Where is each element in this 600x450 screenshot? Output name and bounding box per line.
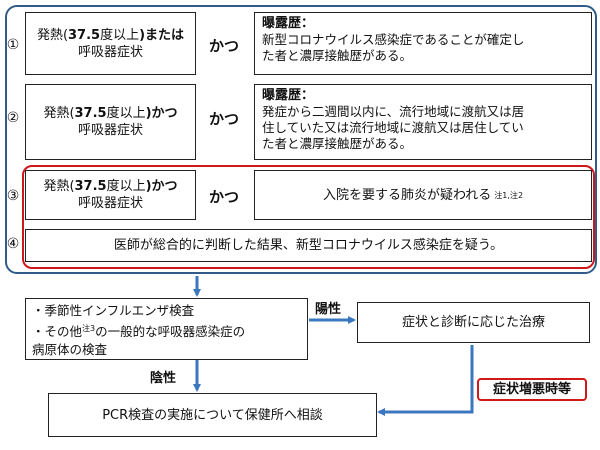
pneumonia-box: 入院を要する肺炎が疑われる注1,注2	[254, 170, 592, 220]
negative-label: 陰性	[150, 371, 177, 386]
criterion-number-2: ②	[6, 110, 20, 126]
highlight-frame	[22, 165, 595, 269]
symptom-box-1: 発熱(37.5度以上)または 呼吸器症状	[25, 12, 196, 75]
worsening-label: 症状増悪時等	[477, 378, 587, 401]
connector-and-2: かつ	[208, 110, 239, 128]
arrow-worsening	[377, 345, 474, 416]
consultation-box: PCR検査の実施について保健所へ相談	[48, 393, 377, 437]
physician-judgment-box: 医師が総合的に判断した結果、新型コロナウイルス感染症を疑う。	[25, 229, 592, 262]
note-ref-3: 注3	[82, 324, 96, 333]
exposure-box-2: 曝露歴： 発症から二週間以内に、流行地域に渡航又は居 住していた又は流行地域に渡…	[254, 84, 592, 160]
exposure-heading: 曝露歴：	[262, 16, 315, 31]
connector-and-3: かつ	[208, 188, 239, 206]
note-ref-1-2: 注1,注2	[494, 190, 524, 200]
symptom-box-3: 発熱(37.5度以上)かつ 呼吸器症状	[25, 170, 196, 220]
testing-box: ・季節性インフルエンザ検査 ・その他注3の一般的な呼吸器感染症の 病原体の検査	[25, 298, 308, 360]
symptom-box-2: 発熱(37.5度以上)かつ 呼吸器症状	[25, 84, 196, 160]
positive-label: 陽性	[315, 302, 342, 317]
criterion-number-3: ③	[6, 188, 20, 204]
connector-and-1: かつ	[208, 37, 239, 55]
criterion-number-1: ①	[6, 37, 20, 53]
criteria-frame	[5, 5, 597, 274]
treatment-box: 症状と診断に応じた治療	[357, 302, 590, 343]
criterion-number-4: ④	[6, 236, 20, 252]
exposure-heading: 曝露歴：	[262, 88, 315, 103]
exposure-box-1: 曝露歴： 新型コロナウイルス感染症であることが確定し た者と濃厚接触歴がある。	[254, 12, 592, 75]
